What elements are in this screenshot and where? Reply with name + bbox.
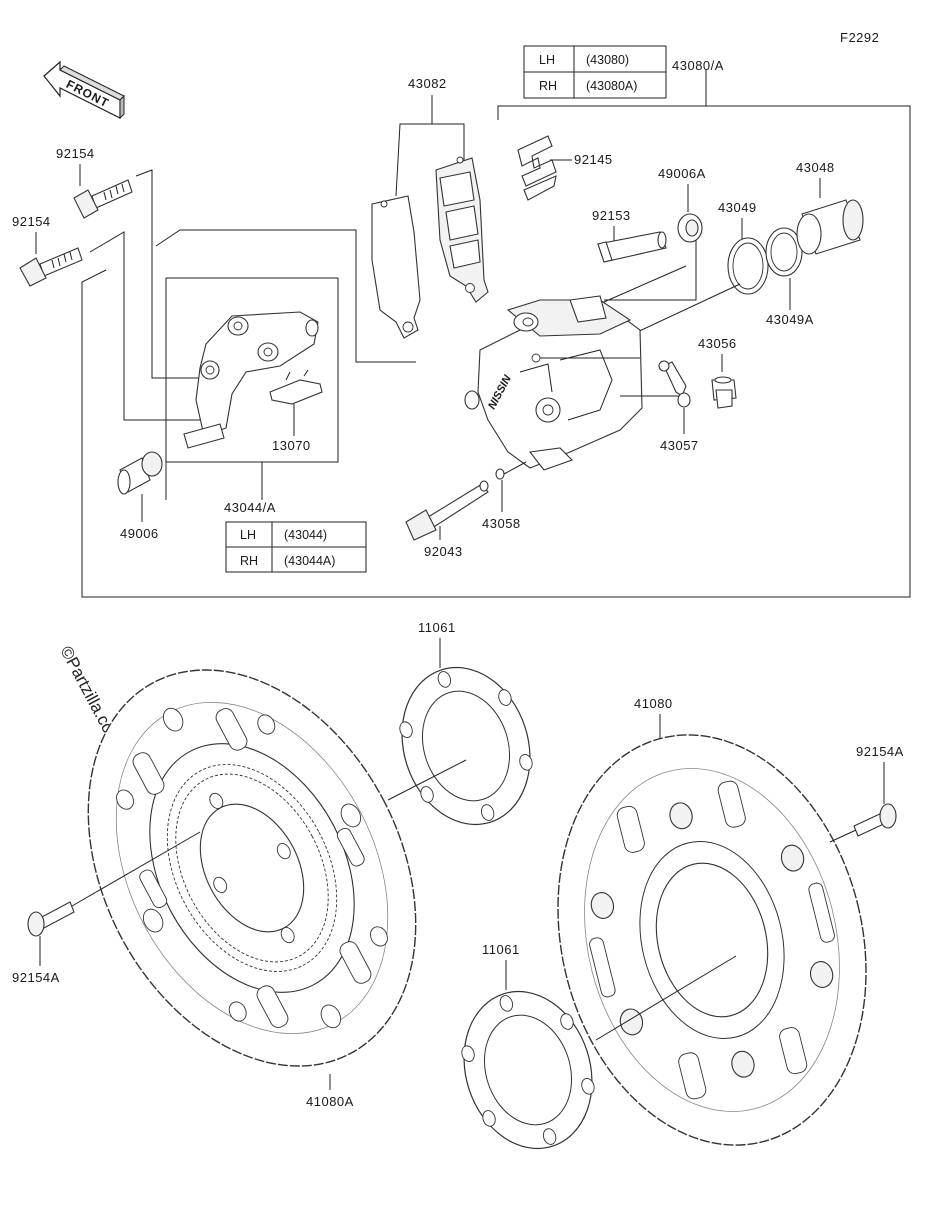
leader-92154A-left-to-disc (71, 831, 201, 907)
bolt-92154A-left (27, 901, 75, 937)
pad-clip-13070 (269, 369, 323, 405)
pin-92043 (405, 480, 489, 541)
bolt-92154A-right (853, 803, 897, 837)
brake-disc-41080A (87, 669, 417, 1067)
bracket-frame (165, 277, 339, 500)
boot-49006A (677, 213, 703, 243)
leader-bolt-top-to-bracket (135, 169, 210, 379)
caliper-bracket-43044 (183, 311, 319, 449)
label-43049: 43049 (718, 200, 757, 215)
pin-92153 (597, 231, 667, 263)
leader-bolt-mid-to-bracket (89, 231, 204, 421)
label-92154A-left: 92154A (12, 970, 60, 985)
table-43044-part-lh: (43044) (284, 528, 327, 542)
label-49006A: 49006A (658, 166, 706, 181)
leader-pin-to-caliper (604, 240, 697, 301)
table-43080-side-rh: RH (539, 79, 557, 93)
leader-43082-a (395, 95, 433, 197)
front-arrow-icon: FRONT (43, 60, 125, 120)
table-43044-side-lh: LH (240, 528, 256, 542)
caliper-body: NISSIN (464, 295, 643, 471)
label-92153: 92153 (592, 208, 631, 223)
label-92154-mid: 92154 (12, 214, 51, 229)
label-43056: 43056 (698, 336, 737, 351)
label-92154-top: 92154 (56, 146, 95, 161)
pad-spring-92145 (517, 135, 557, 201)
table-43080: LH (43080) RH (43080A) (523, 45, 667, 99)
bolt-92154-mid (19, 247, 83, 287)
label-11061-bottom: 11061 (482, 942, 520, 957)
label-43048: 43048 (796, 160, 835, 175)
bolt-92154-top (73, 179, 133, 219)
figure-code: F2292 (840, 30, 879, 45)
leader-43058-to-caliper (503, 461, 527, 475)
boot-49006 (117, 451, 163, 495)
table-43080-part-rh: (43080A) (586, 79, 637, 93)
bleeder-valve-43056 (711, 376, 737, 409)
piston-43048 (796, 199, 864, 255)
o-ring-43058 (495, 468, 505, 480)
label-43082: 43082 (408, 76, 447, 91)
assembly-frame (81, 105, 911, 598)
table-43080-part-lh: (43080) (586, 53, 629, 67)
leader-11061-top-to-disc (387, 759, 467, 801)
leader-disc-41080-to-shim (595, 955, 737, 1041)
leader-bracket-to-caliper (155, 229, 416, 363)
label-92154A-right: 92154A (856, 744, 904, 759)
label-41080: 41080 (634, 696, 673, 711)
label-92043: 92043 (424, 544, 463, 559)
brake-pad-left (371, 195, 421, 339)
label-43057: 43057 (660, 438, 699, 453)
label-43044-a: 43044/A (224, 500, 276, 515)
bleeder-cap-43057 (658, 360, 691, 408)
brake-pad-right (435, 156, 489, 303)
table-43044: LH (43044) RH (43044A) (225, 521, 367, 573)
brake-disc-41080 (557, 734, 867, 1146)
shim-11061-top (399, 666, 533, 826)
table-43044-side-rh: RH (240, 554, 258, 568)
label-11061-top: 11061 (418, 620, 456, 635)
leader-43082-b (432, 123, 465, 162)
frame-top-link (497, 105, 706, 120)
table-43080-side-lh: LH (539, 53, 555, 67)
label-43080-a: 43080/A (672, 58, 724, 73)
piston-seal-43049 (727, 237, 769, 295)
label-41080A: 41080A (306, 1094, 354, 1109)
leader-92154A-right-to-disc (829, 829, 857, 843)
label-43058: 43058 (482, 516, 521, 531)
label-49006: 49006 (120, 526, 159, 541)
label-13070: 13070 (272, 438, 311, 453)
dust-seal-43049A (765, 227, 803, 277)
shim-11061-bottom (461, 990, 595, 1150)
label-92145: 92145 (574, 152, 613, 167)
table-43044-part-rh: (43044A) (284, 554, 335, 568)
label-43049A: 43049A (766, 312, 814, 327)
